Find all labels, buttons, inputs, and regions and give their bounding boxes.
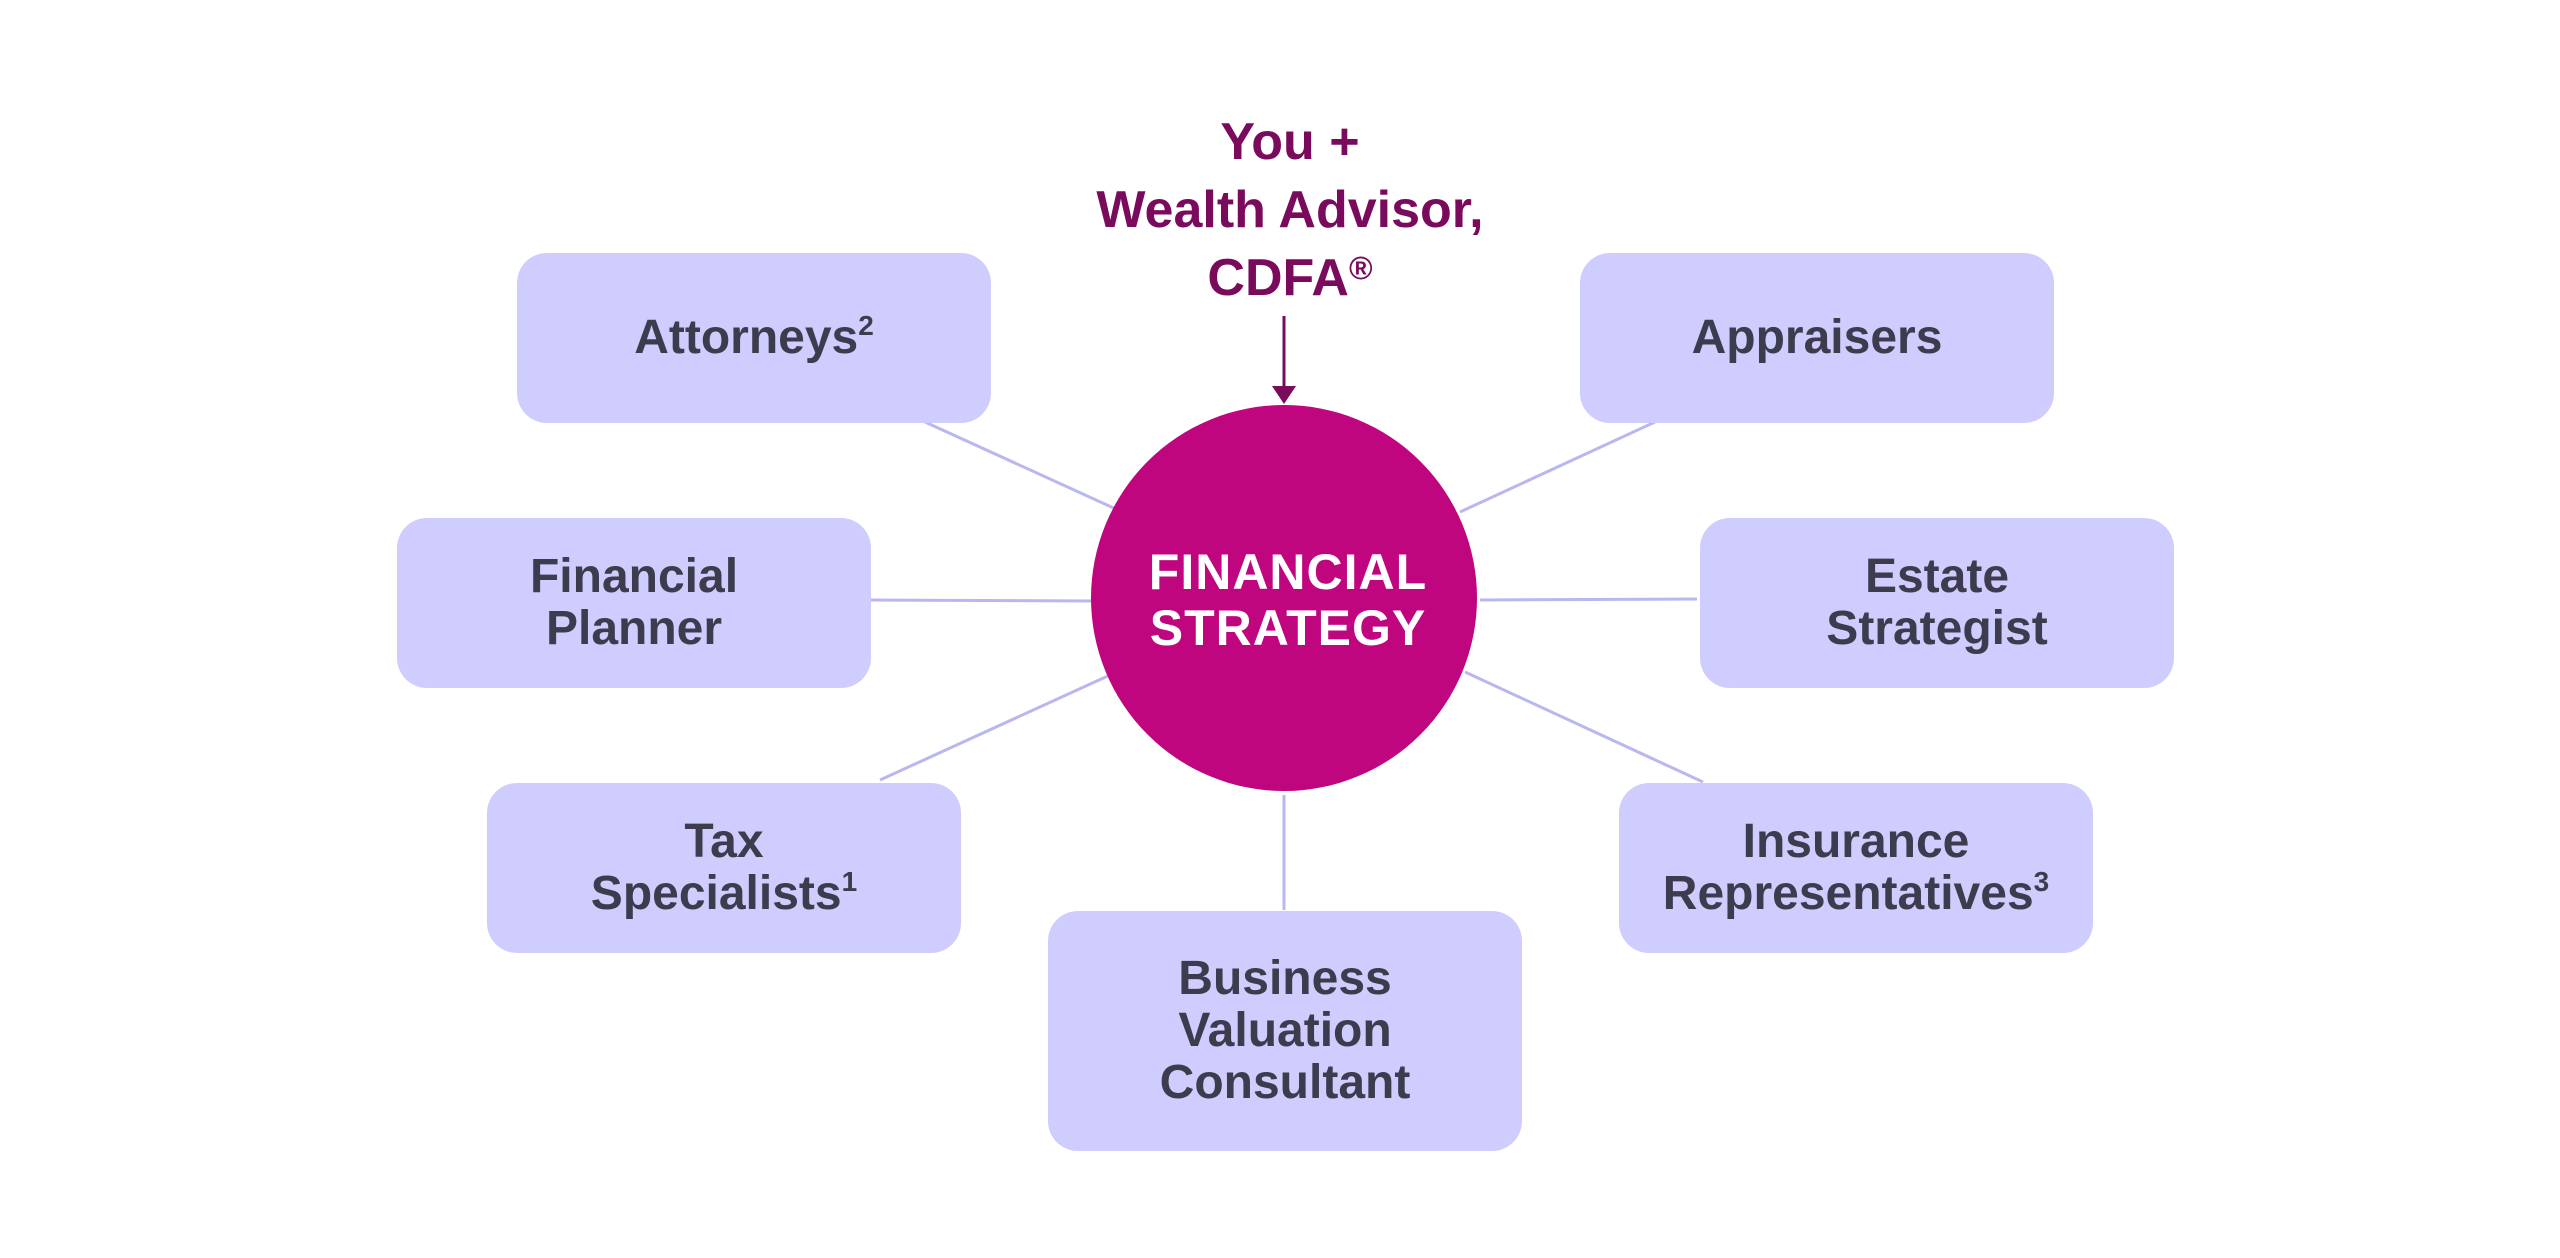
node-attorneys-label: Attorneys: [634, 311, 859, 364]
node-business-valuation-line-3: Consultant: [1159, 1056, 1411, 1109]
node-business-valuation-line-2: Valuation: [1178, 1004, 1392, 1057]
node-estate-strategist-line-1: Estate: [1864, 550, 2010, 603]
connector-attorneys: [924, 420, 1119, 512]
node-financial-planner-line-1: Financial: [529, 550, 739, 603]
connector-insurance-representatives: [1464, 670, 1704, 784]
node-insurance-representatives-line-2: Representatives: [1662, 867, 2034, 920]
connector-tax-specialists: [879, 673, 1111, 782]
footnote-1: 1: [841, 866, 858, 897]
footnote-3: 3: [2033, 866, 2050, 897]
connector-appraisers: [1459, 420, 1656, 514]
hub-label-line-1: FINANCIAL: [1148, 544, 1428, 600]
connector-estate-strategist: [1479, 597, 1698, 602]
node-appraisers: Appraisers: [1580, 253, 2054, 423]
advisor-cdfa-text: CDFA: [1207, 249, 1349, 307]
node-tax-specialists-line-1: Tax: [684, 815, 764, 868]
hub-label-line-2: STRATEGY: [1149, 600, 1427, 656]
node-tax-specialists: Tax Specialists1: [487, 783, 961, 953]
node-estate-strategist: Estate Strategist: [1700, 518, 2174, 688]
hub-circle: [1091, 405, 1477, 791]
node-business-valuation-consultant: Business Valuation Consultant: [1048, 911, 1522, 1151]
node-financial-planner: Financial Planner: [397, 518, 871, 688]
node-appraisers-label: Appraisers: [1691, 311, 1943, 364]
node-insurance-representatives-line-1: Insurance: [1742, 815, 1970, 868]
registered-mark: ®: [1348, 250, 1373, 286]
node-estate-strategist-line-2: Strategist: [1826, 602, 2048, 655]
advisor-arrow-head: [1272, 386, 1296, 404]
footnote-2: 2: [858, 310, 874, 341]
node-insurance-representatives: Insurance Representatives3: [1619, 783, 2093, 953]
connector-financial-planner: [869, 598, 1094, 603]
advisor-line-3: CDFA®: [1000, 244, 1580, 312]
node-tax-specialists-line-2: Specialists: [590, 867, 842, 920]
advisor-line-1: You +: [1220, 113, 1360, 171]
node-business-valuation-line-1: Business: [1178, 952, 1392, 1005]
advisor-label: You + Wealth Advisor, CDFA®: [1000, 108, 1580, 312]
node-attorneys: Attorneys2: [517, 253, 991, 423]
node-financial-planner-line-2: Planner: [545, 602, 723, 655]
hub-label: FINANCIAL STRATEGY: [1093, 405, 1483, 795]
advisor-line-2: Wealth Advisor,: [1096, 181, 1484, 239]
